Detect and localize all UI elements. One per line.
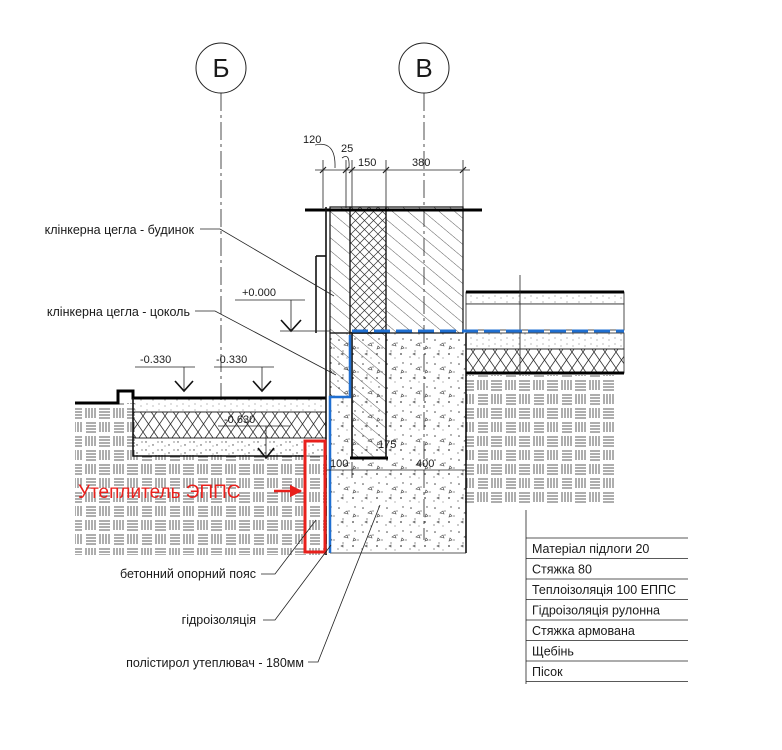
dim-120: 120 (303, 134, 321, 146)
level-ground-left-text: -0.330 (140, 354, 171, 366)
label-clinker-house: клінкерна цегла - будинок (45, 223, 195, 237)
epps-highlight: Утеплитель ЭППС (78, 439, 327, 554)
top-dimension-chain: 120 25 150 380 (303, 134, 470, 208)
label-polystyrene: полістирол утеплювач - 180мм (126, 656, 304, 670)
axis-b-marker: Б (195, 42, 247, 400)
level-ground-left-marker: -0.330 (135, 354, 195, 393)
table-row: Стяжка армована (532, 624, 635, 638)
dim-100: 100 (330, 458, 348, 470)
epps-label: Утеплитель ЭППС (78, 482, 241, 503)
dim-380: 380 (412, 157, 430, 169)
level-ground-right-text: -0.330 (216, 354, 247, 366)
lower-dimensions: 100 175 400 (325, 439, 467, 478)
table-row: Матеріал підлоги 20 (532, 542, 649, 556)
leader-clinker-plinth: клінкерна цегла - цоколь (47, 305, 337, 376)
label-concrete-belt: бетонний опорний пояс (120, 567, 256, 581)
house-wall (305, 206, 482, 555)
level-floor-marker: +0.000 (235, 287, 330, 333)
soil-right (465, 375, 617, 505)
waterproofing-line (328, 329, 624, 553)
table-row: Стяжка 80 (532, 563, 592, 577)
dim-175: 175 (378, 439, 396, 451)
table-row: Гідроізоляція рулонна (532, 604, 660, 618)
level-footing-text: -0.630 (224, 414, 255, 426)
interior-floor-layers (465, 275, 625, 375)
axis-b-label: Б (212, 53, 229, 83)
table-row: Пісок (532, 665, 563, 679)
label-clinker-plinth: клінкерна цегла - цоколь (47, 305, 190, 319)
level-footing-marker: -0.630 (218, 414, 290, 460)
leader-clinker-house: клінкерна цегла - будинок (45, 223, 335, 297)
soil-left (75, 403, 327, 555)
leader-concrete-belt: бетонний опорний пояс (120, 519, 317, 581)
table-row: Теплоізоляція 100 ЕППС (532, 583, 676, 597)
dim-150: 150 (358, 157, 376, 169)
level-floor-text: +0.000 (242, 287, 276, 299)
leader-waterproofing: гідроізоляція (182, 544, 332, 627)
level-ground-right-marker: -0.330 (214, 354, 274, 393)
dim-25: 25 (341, 143, 353, 155)
floor-layers-table: Матеріал підлоги 20 Стяжка 80 Теплоізоляці… (525, 510, 688, 684)
table-row: Щебінь (532, 645, 574, 659)
dim-400: 400 (416, 458, 434, 470)
axis-v-label: В (415, 53, 432, 83)
leader-polystyrene: полістирол утеплювач - 180мм (126, 504, 381, 670)
label-waterproofing: гідроізоляція (182, 613, 256, 627)
